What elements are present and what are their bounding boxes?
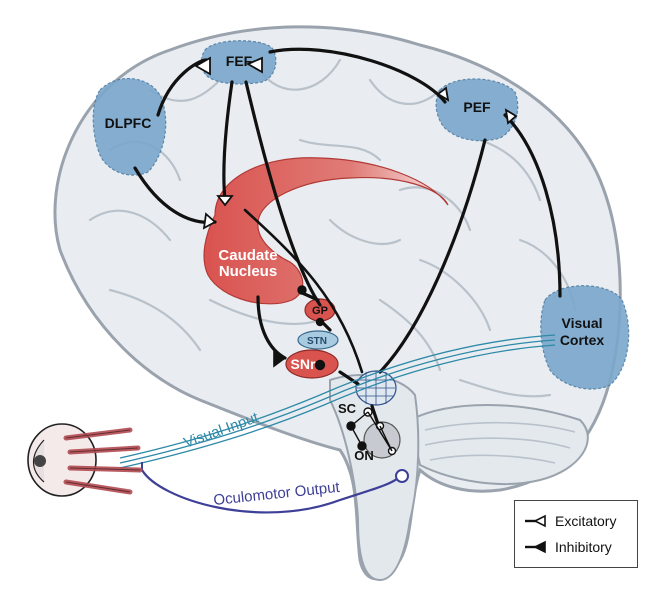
visual-cortex-region — [540, 285, 630, 390]
cerebellum-folia — [424, 421, 576, 464]
pef-region — [435, 78, 519, 142]
caudate-label-2: Nucleus — [219, 263, 277, 280]
fef-label: FEF — [226, 53, 253, 69]
legend-excitatory-label: Excitatory — [555, 513, 617, 529]
legend-inhibitory-label: Inhibitory — [555, 539, 612, 555]
dlpfc-label: DLPFC — [105, 115, 152, 131]
connection-lines — [133, 47, 562, 426]
snr-label: SNr — [291, 356, 316, 372]
pef-label: PEF — [463, 99, 491, 115]
legend-box: Excitatory Inhibitory — [514, 500, 638, 568]
legend-inhibitory: Inhibitory — [523, 537, 612, 557]
excitatory-arrowheads — [194, 56, 518, 230]
stn-nucleus — [297, 330, 339, 350]
visual-input-label: Visual Input — [182, 409, 262, 452]
gp-label: GP — [312, 305, 328, 317]
inhibitory-arrowheads — [273, 348, 287, 368]
sc-structure — [355, 370, 397, 406]
visual-cortex-label-1: Visual — [562, 315, 603, 331]
caudate-nucleus — [203, 157, 449, 305]
visual-input-pathway — [119, 334, 556, 469]
cerebellum — [408, 404, 589, 485]
on-label: ON — [354, 448, 374, 463]
excitatory-symbol-icon — [525, 514, 546, 528]
sc-label: SC — [338, 401, 357, 416]
dlpfc-region — [92, 77, 167, 176]
legend-excitatory: Excitatory — [523, 511, 616, 531]
inhibitory-symbol-icon — [525, 540, 546, 554]
caudate-label-1: Caudate — [218, 247, 277, 264]
stn-label: STN — [307, 336, 327, 347]
oculomotor-output-label: Oculomotor Output — [213, 479, 342, 509]
snr-nucleus — [285, 349, 339, 379]
oculomotor-terminal — [395, 469, 409, 483]
visual-cortex-label-2: Cortex — [560, 332, 605, 348]
eye-illustration — [27, 423, 143, 497]
oculomotor-output-pathway — [141, 469, 399, 514]
circuit-nodes — [297, 285, 397, 456]
